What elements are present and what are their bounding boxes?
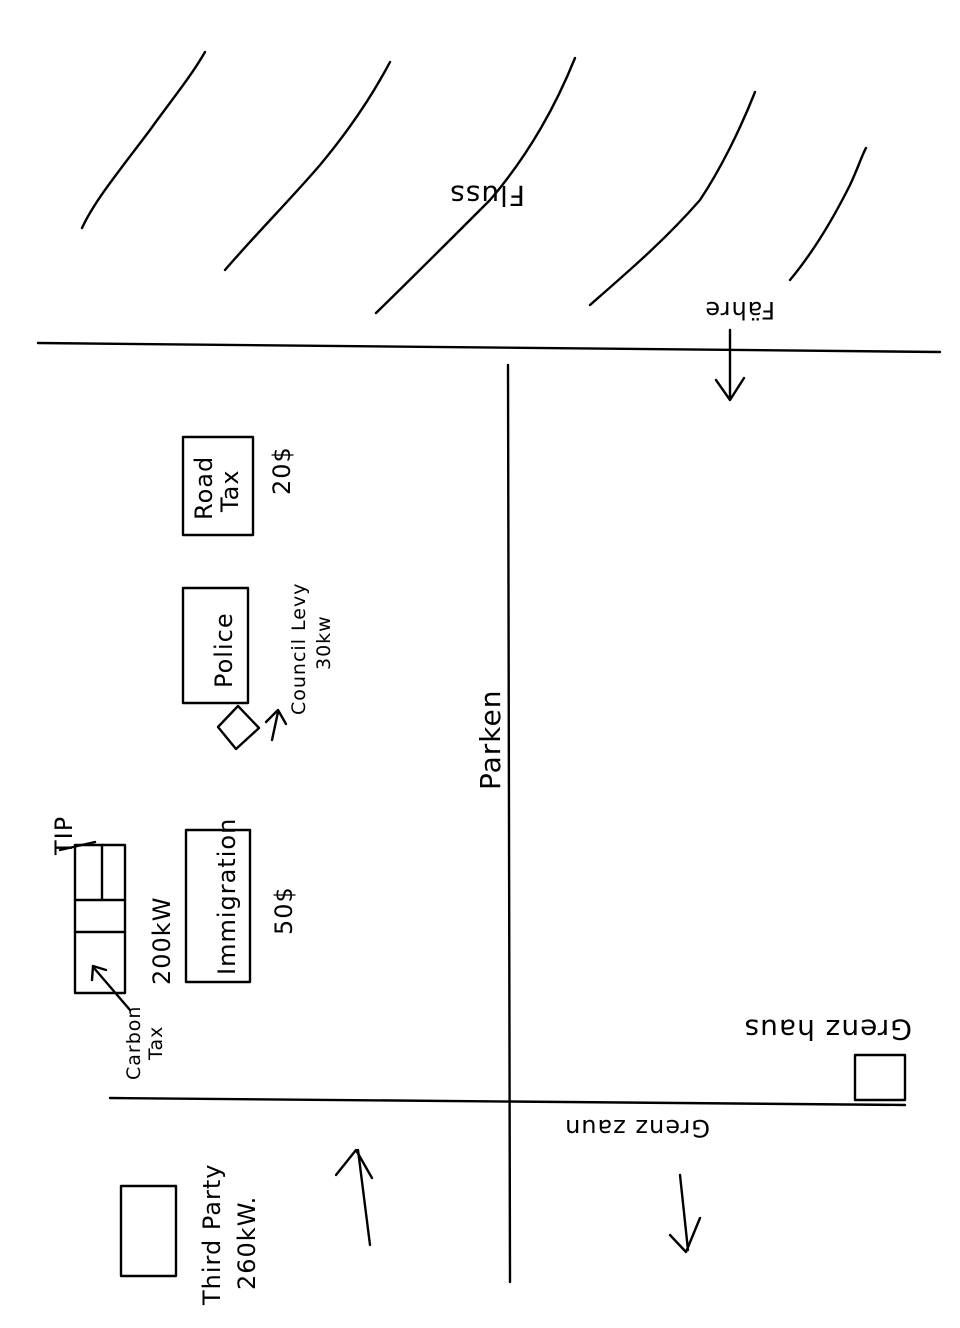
police-label: Police (210, 612, 238, 688)
tip-label: TIP (50, 816, 78, 856)
riverbank-line (36, 341, 942, 354)
council-levy-arrow-icon (264, 708, 288, 742)
tip-pointer-icon (58, 840, 97, 852)
carbon-tax-pointer-icon (90, 964, 132, 1012)
immigration-booth (184, 828, 252, 984)
third-party-label-line2: 260kW. (233, 1196, 261, 1290)
council-levy-diamond-icon (216, 704, 261, 751)
third-party-label-line1: Third Party (198, 1164, 226, 1306)
ferry-label: Fähre (704, 296, 775, 324)
council-levy-label: Council Levy (288, 583, 310, 715)
parking-label: Parken (474, 690, 507, 791)
police-booth (181, 586, 250, 705)
council-levy-amount: 30kw (313, 615, 335, 670)
traffic-direction-arrow-icon (668, 1173, 702, 1254)
border-fence-label: Grenz zaun (564, 1114, 710, 1142)
border-house-box (853, 1053, 907, 1102)
parking-divider-line (506, 363, 512, 1284)
traffic-direction-arrow-icon (334, 1148, 374, 1247)
river-label: Fluss (449, 179, 525, 212)
immigration-price: 50$ (270, 886, 298, 935)
road-tax-booth (181, 435, 255, 537)
road-tax-label-line2: Tax (216, 469, 244, 513)
border-fence-line (108, 1096, 907, 1107)
border-house-label: Grenz haus (744, 1013, 912, 1046)
river-waves-icon (80, 50, 868, 315)
ferry-arrow-icon (714, 328, 746, 402)
carbon-tax-label-line2: Tax (145, 1026, 167, 1061)
carbon-tax-booth (73, 843, 127, 995)
third-party-box (119, 1184, 178, 1278)
carbon-tax-amount: 200kW (148, 897, 176, 985)
immigration-label: Immigration (213, 818, 241, 975)
carbon-tax-label-line1: Carbon (123, 1006, 145, 1080)
road-tax-label-line1: Road (190, 456, 218, 520)
road-tax-price: 20$ (268, 446, 296, 495)
